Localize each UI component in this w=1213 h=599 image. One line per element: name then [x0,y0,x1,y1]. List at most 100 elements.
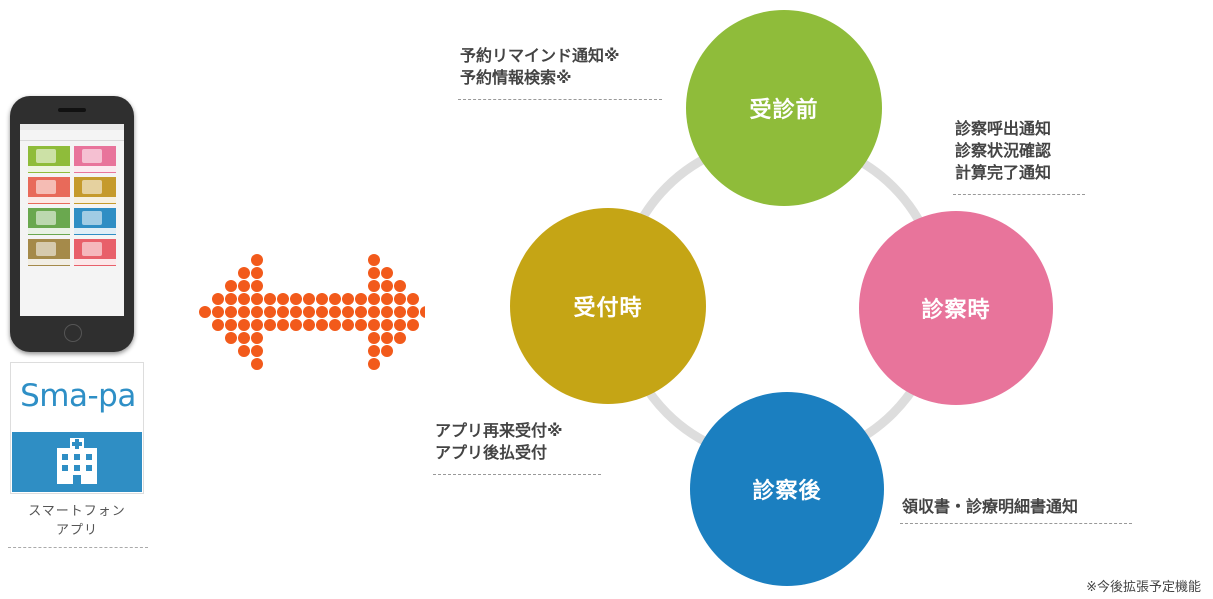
arrow-dot [368,358,380,370]
stage-reception: 受付時 [510,208,706,404]
arrow-dot [225,280,237,292]
stage-during-consultation: 診察時 [859,211,1053,405]
note-during-divider [953,194,1085,195]
arrow-dot [368,345,380,357]
arrow-dot [251,267,263,279]
phone-home-button [64,324,82,342]
arrow-dot [251,345,263,357]
arrow-dot [381,280,393,292]
arrow-dot [394,319,406,331]
arrow-dot [238,332,250,344]
note-line: 予約情報検索※ [460,68,572,87]
arrow-dot [277,293,289,305]
phone-menu-tile [74,146,116,173]
phone-menu-tile [28,146,70,173]
phone-screen [20,124,124,316]
arrow-dot [368,332,380,344]
note-line: 診察呼出通知 [955,119,1052,138]
phone-app-header [20,130,124,141]
stage-label: 診察時 [921,298,991,323]
bidirectional-arrow-icon [199,254,425,370]
arrow-dot [407,319,419,331]
arrow-dot [238,280,250,292]
arrow-dot [264,306,276,318]
arrow-dot [290,293,302,305]
arrow-dot [225,319,237,331]
arrow-dot [329,293,341,305]
arrow-dot [355,293,367,305]
arrow-dot [316,293,328,305]
arrow-dot [355,319,367,331]
arrow-dot [238,306,250,318]
app-caption: スマートフォン アプリ [10,502,144,540]
arrow-dot [290,306,302,318]
arrow-dot [394,306,406,318]
footnote: ※今後拡張予定機能 [1086,580,1201,595]
phone-menu-tile [28,239,70,266]
arrow-dot [381,306,393,318]
arrow-dot [264,293,276,305]
arrow-dot [381,267,393,279]
stage-label: 診察後 [752,479,822,504]
arrow-dot [303,319,315,331]
arrow-dot [225,306,237,318]
note-after-divider [900,523,1132,524]
phone-status-bar [20,124,124,130]
arrow-dot [316,319,328,331]
arrow-dot [420,306,425,318]
arrow-dot [251,319,263,331]
arrow-dot [381,319,393,331]
arrow-dot [394,280,406,292]
stage-after-consultation: 診察後 [690,392,884,586]
arrow-dot [238,345,250,357]
phone-menu-tile [74,208,116,235]
arrow-dot [342,306,354,318]
note-line: 診察状況確認 [955,141,1052,160]
arrow-dot [368,319,380,331]
arrow-dot [303,306,315,318]
arrow-dot [368,267,380,279]
arrow-dot [394,332,406,344]
app-caption-line: アプリ [55,523,98,538]
arrow-dot [329,319,341,331]
arrow-dot [407,306,419,318]
arrow-dot [381,293,393,305]
arrow-dot [212,306,224,318]
arrow-dot [316,306,328,318]
note-before-divider [458,99,662,100]
arrow-dot [251,254,263,266]
note-line: 計算完了通知 [955,163,1052,182]
arrow-dot [199,306,211,318]
note-after: 領収書・診療明細書通知 [902,496,1078,518]
note-line: アプリ後払受付 [435,443,548,462]
arrow-dot [368,280,380,292]
arrow-dot [251,358,263,370]
arrow-dot [212,293,224,305]
note-during: 診察呼出通知 診察状況確認 計算完了通知 [955,118,1051,184]
arrow-dot [251,332,263,344]
arrow-dot [342,293,354,305]
arrow-dot [238,319,250,331]
arrow-dot [238,293,250,305]
note-line: 領収書・診療明細書通知 [902,497,1079,516]
phone-menu-tile [74,239,116,266]
arrow-dot [368,254,380,266]
arrow-dot [329,306,341,318]
stage-label: 受付時 [573,296,643,321]
arrow-dot [277,319,289,331]
app-icon-panel [12,432,142,492]
arrow-dot [251,280,263,292]
phone-speaker [58,108,86,112]
arrow-dot [225,293,237,305]
note-line: アプリ再来受付※ [435,421,563,440]
app-caption-line: スマートフォン [28,504,126,519]
arrow-dot [277,306,289,318]
arrow-dot [381,345,393,357]
note-reception-divider [433,474,601,475]
phone-menu-tile [28,177,70,204]
arrow-dot [225,332,237,344]
arrow-dot [342,319,354,331]
app-name: Sma-pa [20,378,136,414]
smartphone-icon [10,96,134,352]
arrow-dot [381,332,393,344]
